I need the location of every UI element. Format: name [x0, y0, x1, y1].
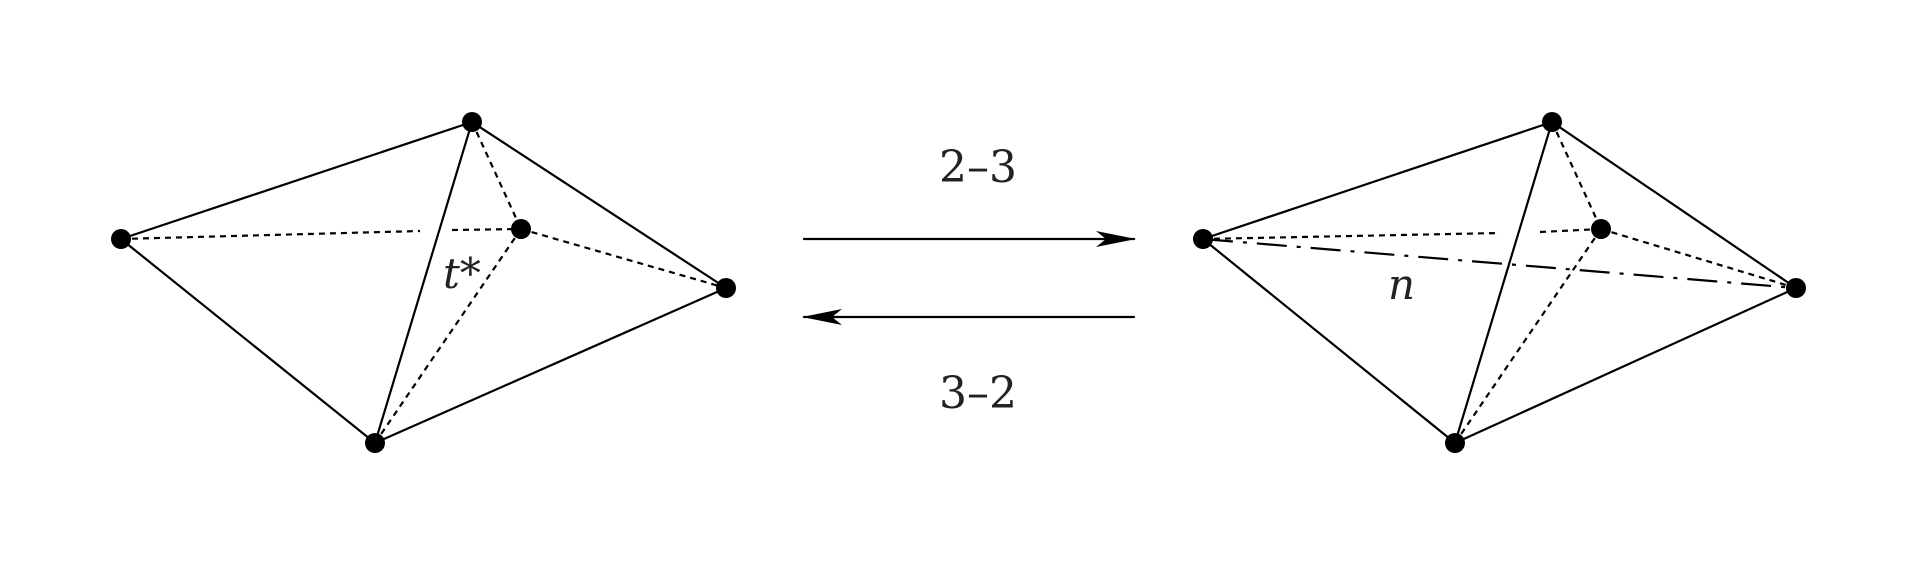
right-edge-label: n: [1388, 260, 1415, 309]
right-vertex-d: [1445, 433, 1465, 453]
right-configuration: n: [1193, 112, 1806, 453]
left-vertex-d: [365, 433, 385, 453]
flip-arrows: 2–3 3–2: [802, 142, 1136, 419]
left-hidden-edge-a-e-2: [451, 227, 522, 232]
right-edge-b-c: [1550, 120, 1798, 290]
right-vertex-a: [1193, 229, 1213, 249]
left-vertex-c: [716, 278, 736, 298]
left-edge-b-c: [470, 120, 728, 290]
forward-flip-label: 2–3: [939, 142, 1017, 193]
right-hidden-edge-a-e: [1202, 231, 1501, 241]
right-edge-d-a: [1201, 237, 1457, 445]
left-hidden-edge-e-c: [520, 227, 727, 290]
left-edge-a-b: [119, 120, 474, 241]
left-vertex-b: [462, 112, 482, 132]
right-hidden-edge-e-c: [1600, 227, 1797, 290]
right-edge-b-d: [1453, 120, 1554, 445]
right-vertex-c: [1786, 278, 1806, 298]
right-edge-a-b: [1201, 120, 1554, 241]
left-hidden-edge-b-e: [470, 121, 523, 230]
left-edge-c-d: [373, 286, 728, 445]
left-vertex-a: [111, 229, 131, 249]
right-vertex-e: [1591, 219, 1611, 239]
right-edge-c-d: [1453, 286, 1798, 445]
left-hidden-edge-a-e: [120, 229, 421, 241]
right-hidden-edge-b-e: [1550, 121, 1603, 230]
left-vertex-e: [511, 219, 531, 239]
left-edge-b-d: [373, 120, 474, 445]
left-configuration: t*: [111, 112, 736, 453]
backward-flip-label: 3–2: [939, 368, 1017, 419]
left-edge-d-a: [119, 237, 377, 445]
right-new-edge-a-c: [1202, 237, 1797, 290]
right-vertex-b: [1542, 112, 1562, 132]
left-face-label: t*: [443, 249, 481, 298]
